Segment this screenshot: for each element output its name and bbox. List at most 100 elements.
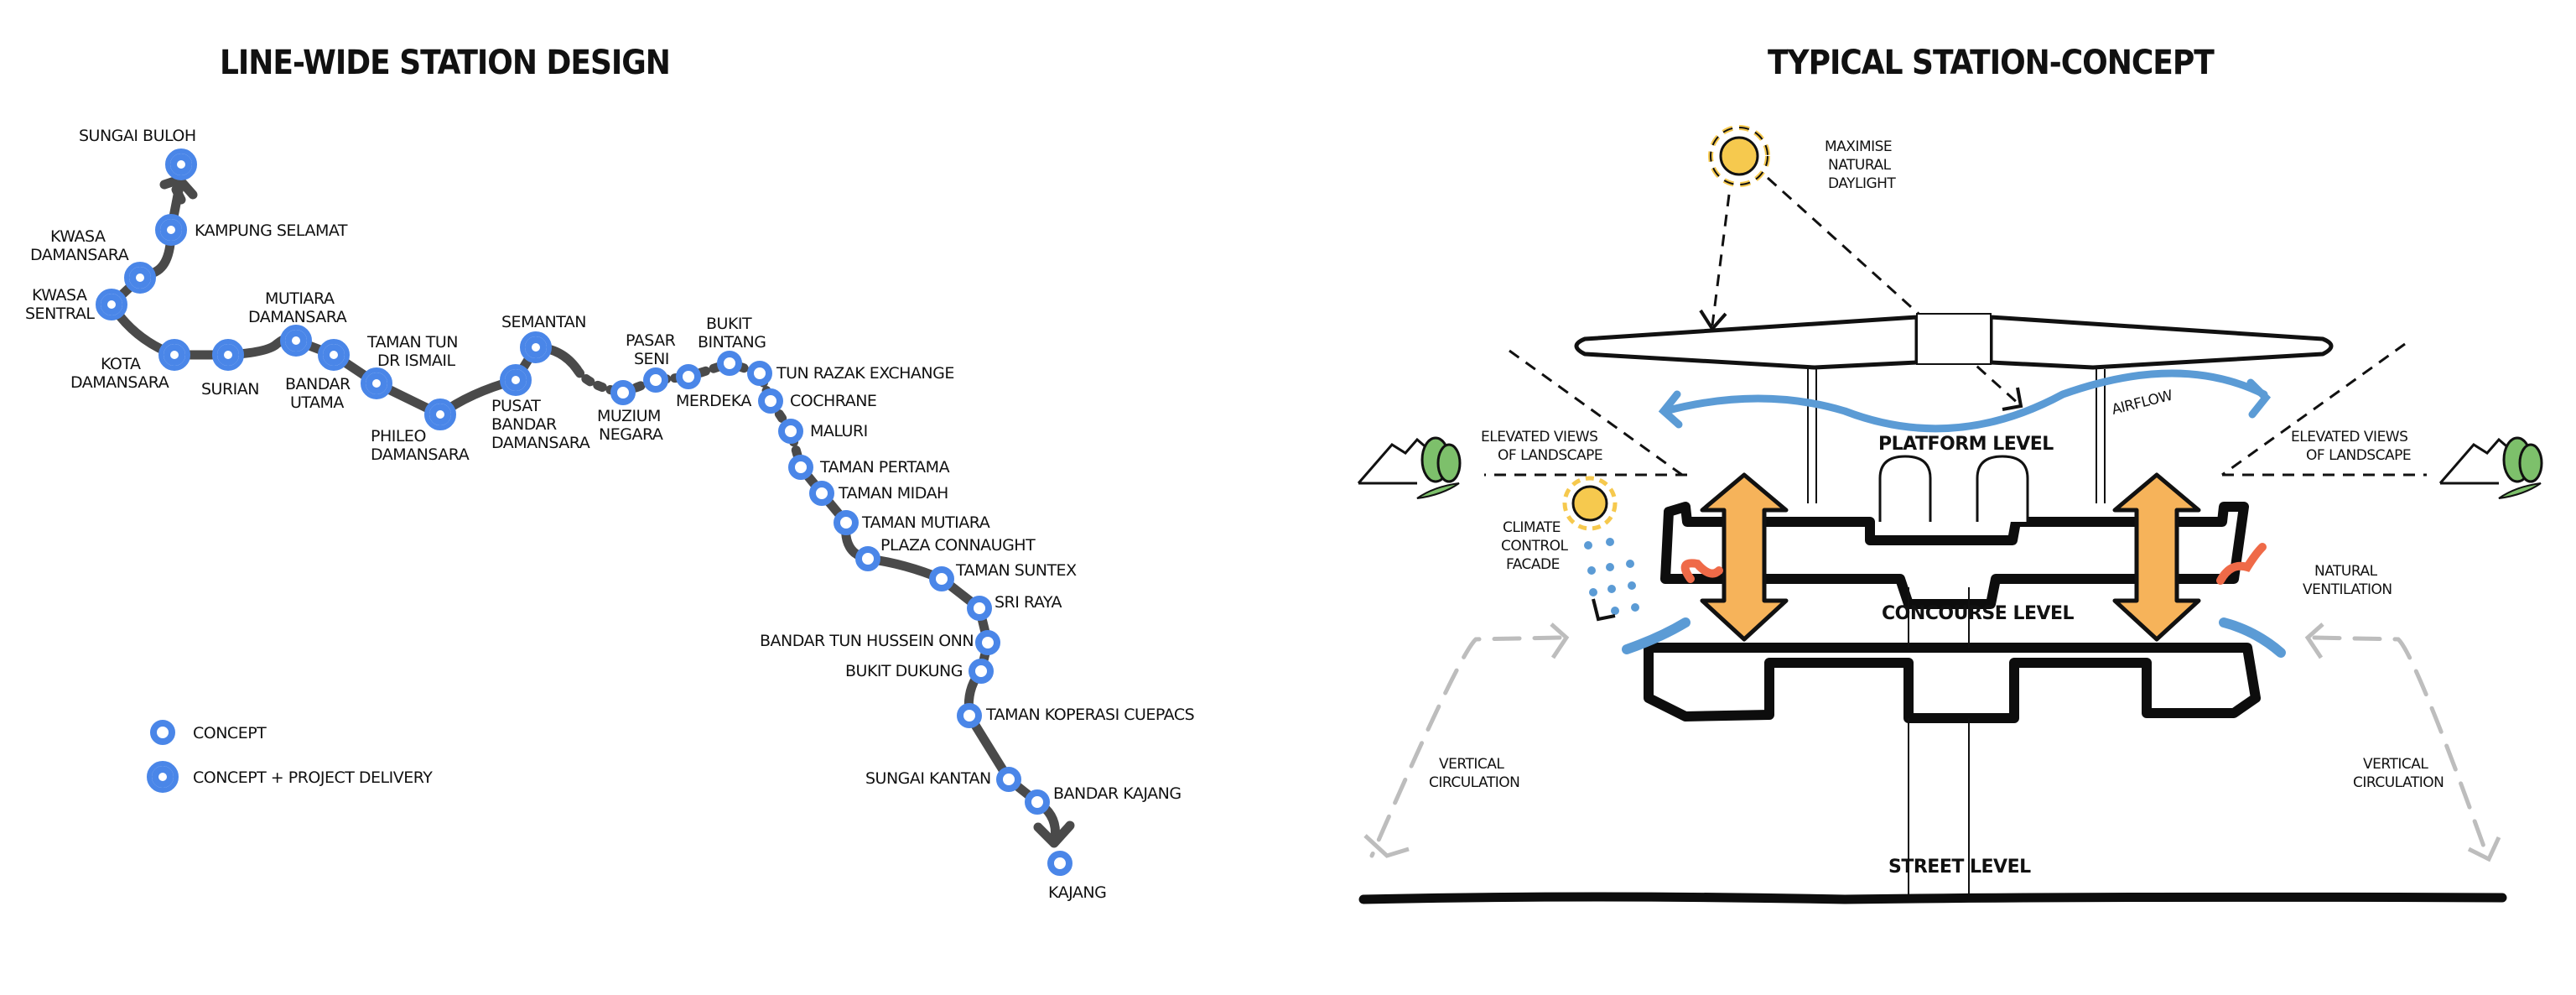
station: BUKIT DUKUNG — [845, 659, 994, 684]
station-label: BANDAR — [285, 375, 351, 393]
street-level-label: STREET LEVEL — [1888, 857, 2031, 878]
station-label: TAMAN KOPERASI CUEPACS — [985, 706, 1194, 724]
natural-ventilation-label-1: NATURAL — [2314, 563, 2378, 580]
station-label: TAMAN PERTAMA — [819, 458, 950, 477]
climate-facade-label-1: CLIMATE — [1503, 519, 1561, 536]
station: TUN RAZAK EXCHANGE — [747, 361, 954, 386]
station: SEMANTAN — [501, 313, 587, 363]
line-wide-station-design-panel: LINE-WIDE STATION DESIGN SUNGAI BULOHKAM… — [25, 44, 1195, 902]
station-label: BANDAR KAJANG — [1053, 784, 1182, 803]
daylight-ray-left — [1711, 194, 1731, 326]
rain-drops-icon — [1584, 538, 1639, 615]
views-left-label-2: OF LANDSCAPE — [1498, 447, 1602, 464]
vertical-circulation-left-label-2: CIRCULATION — [1429, 774, 1519, 791]
station-label: KWASA — [32, 286, 87, 305]
concept-station-marker — [996, 767, 1021, 792]
legend-item-concept-project-delivery: CONCEPT + PROJECT DELIVERY — [147, 761, 434, 793]
station-label: DAMANSARA — [248, 308, 347, 326]
legend: CONCEPT CONCEPT + PROJECT DELIVERY — [147, 720, 434, 793]
station-label: MUTIARA — [265, 289, 335, 308]
station-label: PUSAT — [491, 397, 541, 415]
station: MALURI — [778, 419, 868, 444]
station-marker-inner — [366, 372, 387, 394]
station-label: DAMANSARA — [371, 445, 470, 464]
station-marker-inner — [323, 344, 345, 366]
ray-arrowhead — [2002, 387, 2023, 411]
station-label: NEGARA — [599, 425, 663, 444]
grey-arrowhead — [1550, 623, 1570, 659]
vertical-circulation-right-label-2: CIRCULATION — [2353, 774, 2444, 791]
station-label: BANDAR TUN HUSSEIN ONN — [760, 632, 974, 650]
station-marker-inner — [285, 330, 307, 352]
natural-ventilation-label-2: VENTILATION — [2303, 581, 2392, 598]
airflow-arrowhead-right — [2246, 378, 2272, 419]
concept-station-marker — [957, 703, 982, 728]
station: TAMAN PERTAMA — [788, 455, 950, 480]
typical-station-concept-panel: TYPICAL STATION-CONCEPT MAXIMISE NATURAL… — [1357, 44, 2543, 904]
airflow-label: AIRFLOW — [2110, 387, 2174, 418]
station: TAMAN KOPERASI CUEPACS — [957, 703, 1195, 728]
station-label: TAMAN MUTIARA — [861, 513, 990, 532]
vertical-circulation-path-right — [2312, 635, 2490, 858]
concourse-level-label: CONCOURSE LEVEL — [1882, 603, 2075, 624]
station: TAMAN MIDAH — [809, 481, 948, 506]
daylight-label-3: DAYLIGHT — [1828, 175, 1896, 192]
daylight-label-2: NATURAL — [1828, 157, 1892, 174]
station-label: KAJANG — [1048, 883, 1106, 902]
station-label: SURIAN — [201, 380, 259, 399]
station: KAMPUNG SELAMAT — [155, 214, 348, 246]
vertical-circulation-arrow-left — [1700, 472, 1789, 642]
concept-station-marker — [809, 481, 834, 506]
station-label: BUKIT DUKUNG — [845, 662, 963, 680]
station: PLAZA CONNAUGHT — [855, 536, 1036, 571]
legend-label: CONCEPT + PROJECT DELIVERY — [193, 768, 433, 787]
warm-air-arrow-left — [1680, 559, 1723, 583]
station-marker-inner — [217, 344, 239, 366]
vertical-circulation-arrow-right — [2112, 472, 2201, 642]
daylight-label-1: MAXIMISE — [1825, 138, 1892, 155]
views-right-label-1: ELEVATED VIEWS — [2291, 429, 2407, 445]
station: SRI RAYA — [967, 593, 1062, 621]
concept-station-marker — [834, 510, 859, 535]
concept-station-marker — [855, 546, 880, 571]
south-terminus-arrow — [1033, 820, 1075, 848]
station-marker-inner — [129, 267, 151, 289]
station-label: COCHRANE — [790, 392, 876, 410]
station: MERDEKA — [676, 364, 752, 410]
station: BANDAR KAJANG — [1025, 784, 1182, 815]
station-label: DR ISMAIL — [377, 352, 456, 370]
station-label: UTAMA — [290, 393, 344, 412]
station-label: SENTRAL — [25, 305, 95, 323]
views-left-label-1: ELEVATED VIEWS — [1481, 429, 1597, 445]
vertical-circulation-path-left — [1369, 635, 1562, 858]
station-marker-inner — [170, 154, 192, 175]
roof-canopy — [1574, 313, 2334, 503]
station-marker-inner — [164, 344, 185, 366]
station-label: PHILEO — [371, 427, 426, 445]
station: COCHRANE — [758, 388, 877, 414]
concept-delivery-marker-inner — [152, 766, 174, 788]
legend-item-concept: CONCEPT — [150, 720, 267, 745]
right-panel-title: TYPICAL STATION-CONCEPT — [1768, 44, 2215, 82]
station-structure — [1644, 455, 2261, 898]
concept-station-marker — [788, 455, 813, 480]
station-label: SRI RAYA — [995, 593, 1062, 612]
station-label: KOTA — [101, 355, 141, 373]
cool-air-arrow-left — [1622, 617, 1690, 654]
street-ground-line — [1358, 892, 2507, 904]
grey-arrowhead — [2304, 623, 2324, 659]
left-panel-title: LINE-WIDE STATION DESIGN — [220, 44, 670, 82]
daylight-ray-right — [1766, 176, 2021, 406]
station-marker-inner — [525, 336, 547, 358]
station: KAJANG — [1047, 851, 1107, 902]
airflow-arrowhead-left — [1658, 390, 1683, 429]
station-label: TAMAN SUNTEX — [955, 561, 1077, 580]
